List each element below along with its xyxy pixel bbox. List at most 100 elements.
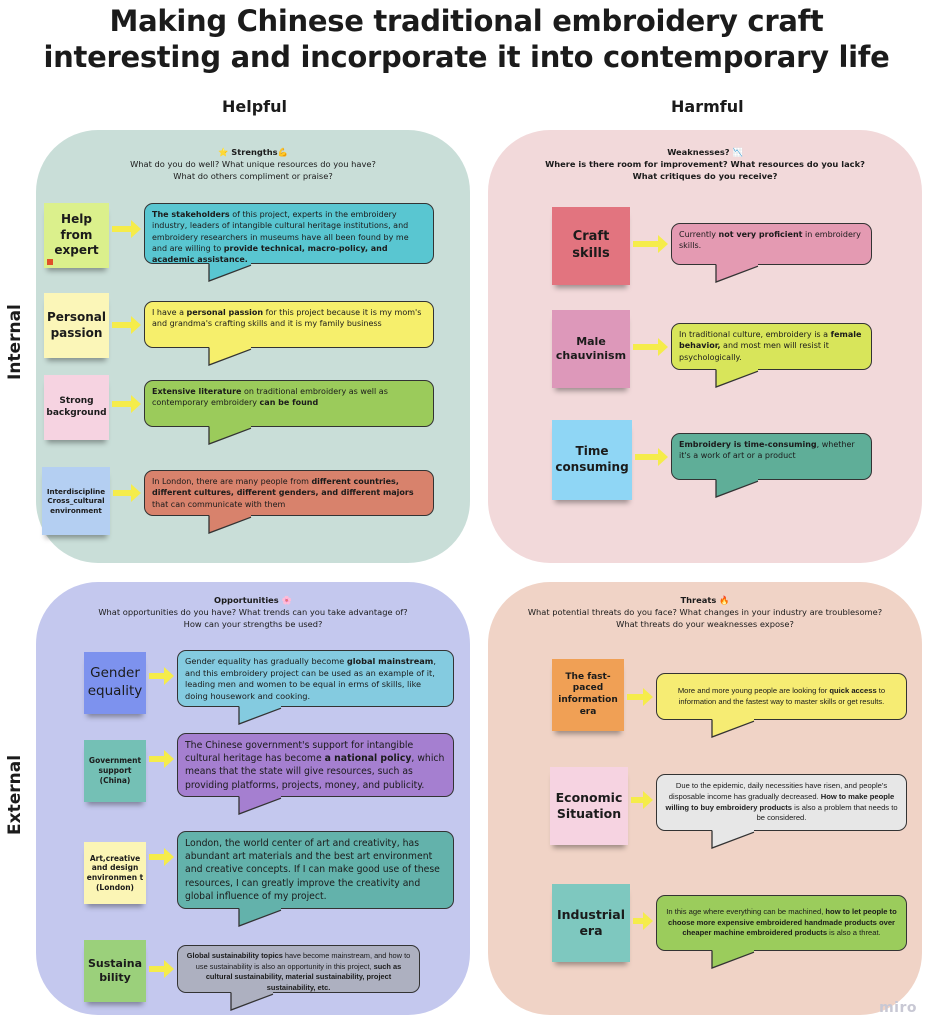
sticky-note[interactable]: The fast-paced information era [552, 659, 624, 731]
row-header-external: External [5, 754, 25, 835]
opportunities-title: Opportunities 🌸 [214, 595, 292, 605]
sticky-note[interactable]: Strong background [44, 375, 109, 440]
speech-bubble-text: The stakeholders of this project, expert… [152, 209, 426, 266]
sticky-note[interactable]: Interdiscipline Cross_cultural environme… [42, 467, 110, 535]
speech-bubble[interactable]: Extensive literature on traditional embr… [144, 380, 434, 427]
sticky-note-label: Government support (China) [88, 756, 142, 785]
speech-bubble-tail [715, 368, 759, 388]
text: Due to the epidemic, daily necessities h… [668, 780, 888, 801]
speech-bubble[interactable]: Gender equality has gradually become glo… [177, 650, 454, 707]
sticky-note-label: Gender equality [87, 665, 143, 699]
speech-bubble-tail [711, 949, 755, 969]
arrow-right-icon [633, 337, 668, 356]
text: In this age where everything can be mach… [666, 906, 826, 916]
speech-bubble-tail [230, 991, 274, 1011]
bold-text: How to make people willing to buy embroi… [665, 791, 895, 812]
speech-bubble-tail [711, 829, 755, 849]
text: , whether it's a work of art or a produc… [679, 440, 855, 461]
text: , and this embroidery project can be use… [185, 656, 436, 701]
speech-bubble[interactable]: Embroidery is time-consuming, whether it… [671, 433, 872, 480]
sticky-note[interactable]: Gender equality [84, 652, 146, 714]
arrow-right-icon [631, 791, 653, 809]
arrow-right-icon [112, 394, 141, 413]
text: In traditional culture, embroidery is a [679, 330, 831, 339]
sticky-note-label: Industrial era [557, 906, 625, 938]
speech-bubble[interactable]: More and more young people are looking f… [656, 673, 907, 720]
threats-question: What threats do your weaknesses expose? [616, 619, 794, 629]
arrow-right-icon [149, 848, 174, 866]
sticky-note[interactable]: Personal passion [44, 293, 109, 358]
sticky-note-label: Personal passion [47, 309, 106, 340]
speech-bubble[interactable]: In London, there are many people from di… [144, 470, 434, 516]
sticky-note[interactable]: Time consuming [552, 420, 632, 500]
speech-bubble-tail [238, 795, 282, 815]
text: in embroidery skills. [679, 230, 861, 251]
threats-title: Threats 🔥 [680, 595, 730, 605]
speech-bubble-text: More and more young people are looking f… [664, 686, 899, 708]
text: Currently [679, 230, 719, 239]
arrow-right-icon [149, 667, 174, 685]
text: on traditional embroidery as well as con… [152, 387, 388, 408]
arrow-right-icon [113, 484, 141, 502]
speech-bubble[interactable]: In this age where everything can be mach… [656, 895, 907, 951]
sticky-note[interactable]: Industrial era [552, 884, 630, 962]
sticky-note[interactable]: Government support (China) [84, 740, 146, 802]
speech-bubble-text: Embroidery is time-consuming, whether it… [679, 439, 864, 462]
row-header-internal: Internal [5, 304, 25, 380]
speech-bubble-text: I have a personal passion for this proje… [152, 307, 426, 330]
bold-text: quick access [829, 685, 877, 695]
speech-bubble[interactable]: Global sustainability topics have become… [177, 945, 420, 993]
speech-bubble-text: Due to the epidemic, daily necessities h… [664, 781, 899, 824]
speech-bubble[interactable]: In traditional culture, embroidery is a … [671, 323, 872, 370]
speech-bubble[interactable]: Currently not very proficient in embroid… [671, 223, 872, 265]
sticky-note[interactable]: Economic Situation [550, 767, 628, 845]
text: is also a threat. [827, 928, 881, 938]
arrow-right-icon [112, 220, 141, 238]
sticky-note[interactable]: Help from expert [44, 203, 109, 268]
bold-text: such as cultural sustainability, materia… [205, 961, 402, 992]
text: that can communicate with them [152, 499, 286, 509]
speech-bubble[interactable]: I have a personal passion for this proje… [144, 301, 434, 348]
sticky-note-label: Help from expert [54, 212, 99, 258]
speech-bubble-tail [238, 705, 282, 725]
bold-text: Embroidery is time-consuming [679, 440, 817, 449]
strengths-header: ⭐ Strengths💪What do you do well? What un… [36, 146, 470, 182]
speech-bubble[interactable]: The stakeholders of this project, expert… [144, 203, 434, 264]
sticky-note[interactable]: Sustaina bility [84, 940, 146, 1002]
weaknesses-title: Weaknesses? 📉 [667, 147, 743, 157]
opportunities-question: How can your strengths be used? [183, 619, 323, 629]
speech-bubble[interactable]: Due to the epidemic, daily necessities h… [656, 774, 907, 831]
speech-bubble-tail [238, 907, 282, 927]
text: London, the world center of art and crea… [185, 838, 440, 902]
sticky-note-label: Male chauvinism [555, 334, 627, 362]
speech-bubble-text: Extensive literature on traditional embr… [152, 386, 426, 409]
sticky-note-label: Craft skills [572, 229, 610, 261]
sticky-note-label: Sustaina bility [87, 956, 142, 984]
speech-bubble-tail [715, 478, 759, 498]
opportunities-question: What opportunities do you have? What tre… [98, 607, 408, 617]
threats-question: What potential threats do you face? What… [527, 607, 883, 617]
bold-text: different countries, different cultures,… [152, 477, 414, 498]
speech-bubble-text: Currently not very proficient in embroid… [679, 229, 864, 252]
board-title-line-1: Making Chinese traditional embroidery cr… [109, 4, 824, 38]
speech-bubble-tail [208, 262, 252, 282]
speech-bubble[interactable]: The Chinese government's support for int… [177, 733, 454, 797]
speech-bubble-text: In this age where everything can be mach… [664, 907, 899, 939]
arrow-right-icon [633, 912, 653, 930]
speech-bubble-text: London, the world center of art and crea… [185, 837, 446, 903]
text: have become mainstream, and how to use s… [195, 951, 411, 971]
sticky-note[interactable]: Male chauvinism [552, 310, 630, 388]
sticky-note[interactable]: Craft skills [552, 207, 630, 285]
sticky-note[interactable]: Art,creative and design environmen t (Lo… [84, 842, 146, 904]
bold-text: global mainstream [346, 656, 434, 666]
board-title-line-2: interesting and incorporate it into cont… [43, 40, 890, 74]
speech-bubble-tail [208, 346, 252, 366]
sticky-note-label: Economic Situation [555, 789, 623, 821]
arrow-right-icon [149, 960, 174, 978]
weaknesses-question: Where is there room for improvement? Wha… [545, 159, 865, 169]
threats-header: Threats 🔥 What potential threats do you f… [488, 594, 922, 630]
speech-bubble[interactable]: London, the world center of art and crea… [177, 831, 454, 909]
strengths-title: ⭐ Strengths💪 [218, 147, 288, 157]
speech-bubble-text: Global sustainability topics have become… [185, 951, 412, 993]
column-header-harmful: Harmful [671, 97, 744, 116]
